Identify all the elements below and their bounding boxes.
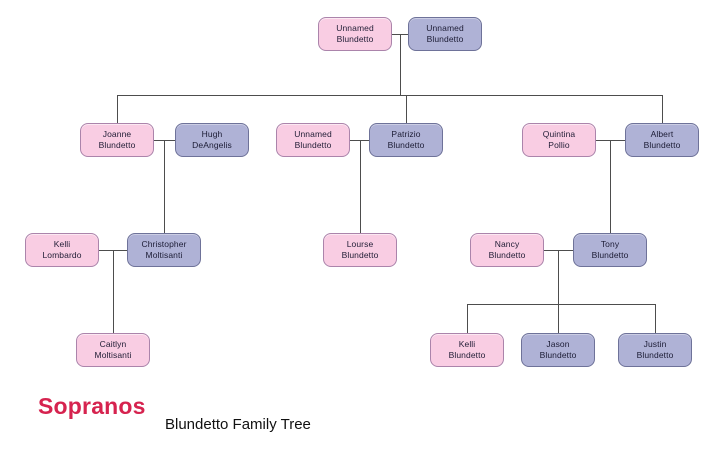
connector-line bbox=[399, 34, 401, 95]
person-first-name: Hugh bbox=[201, 129, 223, 140]
person-first-name: Nancy bbox=[494, 239, 520, 250]
connector-line bbox=[467, 304, 656, 305]
person-first-name: Albert bbox=[650, 129, 674, 140]
person-last-name: Blundetto bbox=[539, 350, 577, 360]
person-last-name: Moltisanti bbox=[94, 350, 132, 360]
person-last-name: Blundetto bbox=[643, 140, 681, 150]
person-last-name: Blundetto bbox=[294, 140, 332, 150]
person-first-name: Unnamed bbox=[336, 23, 374, 34]
person-last-name: Blundetto bbox=[426, 34, 464, 44]
connector-line bbox=[661, 95, 663, 123]
connector-line bbox=[117, 95, 118, 123]
person-first-name: Kelli bbox=[53, 239, 71, 250]
person-last-name: Blundetto bbox=[98, 140, 136, 150]
person-first-name: Lourse bbox=[346, 239, 374, 250]
person-last-name: Blundetto bbox=[341, 250, 379, 260]
connector-line bbox=[164, 140, 165, 233]
connector-line bbox=[558, 250, 559, 304]
person-first-name: Tony bbox=[600, 239, 620, 250]
person-last-name: Blundetto bbox=[387, 140, 425, 150]
person-first-name: Joanne bbox=[102, 129, 132, 140]
person-last-name: Blundetto bbox=[591, 250, 629, 260]
person-first-name: Christopher bbox=[141, 239, 187, 250]
person-first-name: Jason bbox=[546, 339, 570, 350]
connector-line bbox=[405, 95, 407, 123]
connector-line bbox=[467, 304, 468, 333]
connector-line bbox=[558, 304, 559, 333]
person-first-name: Kelli bbox=[458, 339, 476, 350]
person-last-name: Blundetto bbox=[636, 350, 674, 360]
diagram-subtitle: Blundetto Family Tree bbox=[165, 416, 311, 433]
person-last-name: Pollio bbox=[548, 140, 570, 150]
brand-title: Sopranos bbox=[38, 393, 146, 419]
person-last-name: Blundetto bbox=[488, 250, 526, 260]
person-first-name: Quintina bbox=[542, 129, 576, 140]
connector-line bbox=[113, 250, 114, 333]
connector-line bbox=[655, 304, 656, 333]
person-first-name: Justin bbox=[643, 339, 667, 350]
person-first-name: Patrizio bbox=[391, 129, 421, 140]
person-last-name: Blundetto bbox=[448, 350, 486, 360]
connector-line bbox=[117, 95, 663, 96]
person-first-name: Unnamed bbox=[294, 129, 332, 140]
person-first-name: Unnamed bbox=[426, 23, 464, 34]
person-last-name: Moltisanti bbox=[145, 250, 183, 260]
connector-line bbox=[359, 140, 361, 233]
person-last-name: Lombardo bbox=[42, 250, 82, 260]
connector-line bbox=[610, 140, 611, 233]
person-first-name: Caitlyn bbox=[99, 339, 127, 350]
person-last-name: DeAngelis bbox=[192, 140, 232, 150]
person-last-name: Blundetto bbox=[336, 34, 374, 44]
